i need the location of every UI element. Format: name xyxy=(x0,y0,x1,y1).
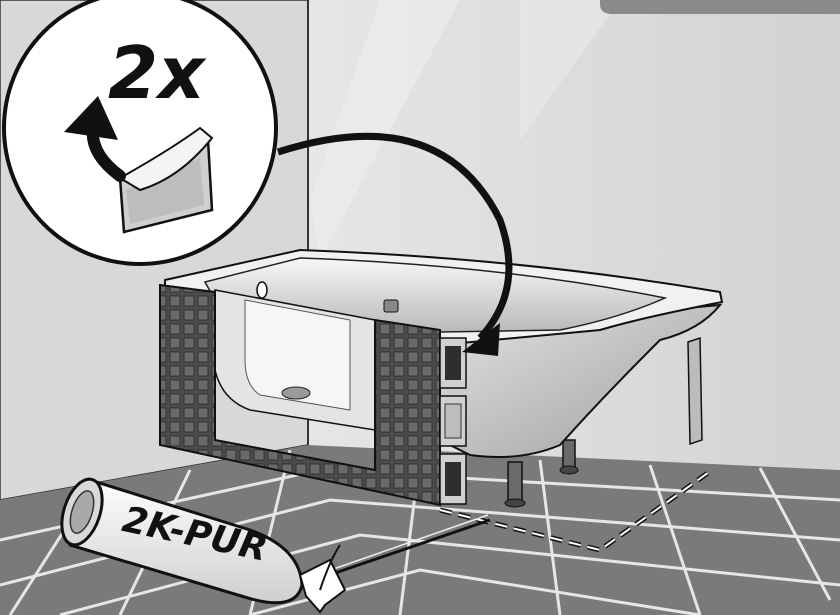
mounting-brackets xyxy=(439,337,467,505)
curved-arrow-icon xyxy=(276,132,513,356)
tub-legs xyxy=(504,439,579,508)
tiled-front-panel xyxy=(159,283,441,507)
peel-adhesive-strip-icon xyxy=(64,96,214,234)
multiplier-label: 2x xyxy=(108,31,207,115)
adhesive-cartridge-icon xyxy=(60,477,491,614)
side-strip xyxy=(687,336,703,446)
corner-tab xyxy=(600,0,840,14)
bathtub xyxy=(164,248,724,459)
